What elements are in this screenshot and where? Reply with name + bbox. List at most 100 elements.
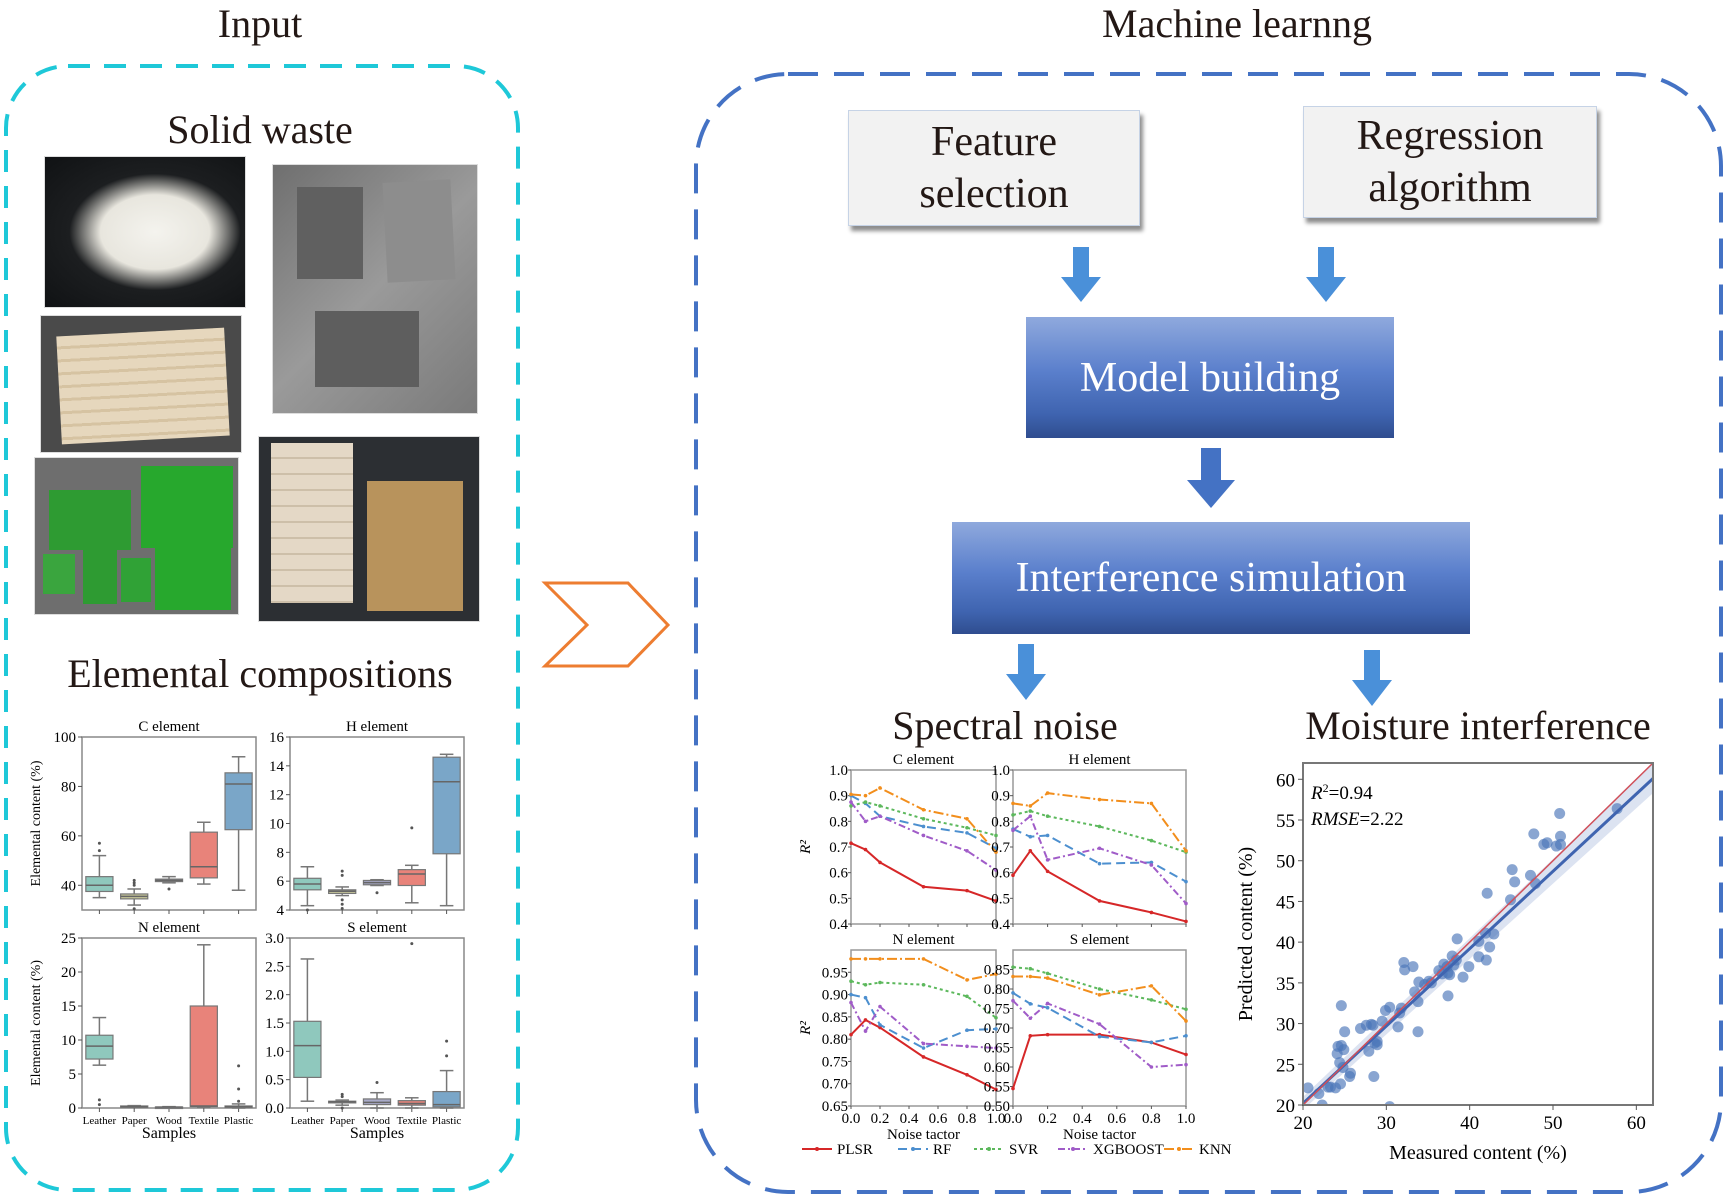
data-point-xgboost	[1149, 1065, 1154, 1069]
regression-line1: Regression	[1356, 113, 1544, 159]
y-tick-label: 8	[277, 845, 285, 861]
legend-label-plsr: PLSR	[837, 1142, 873, 1158]
outlier-point	[97, 1098, 101, 1102]
scatter-point	[1481, 887, 1493, 899]
data-point-rf	[1097, 861, 1102, 866]
outlier-point	[375, 891, 379, 895]
photo-wood	[40, 315, 242, 453]
feature-selection-line2: selection	[919, 171, 1069, 217]
line-xgboost	[850, 1002, 997, 1050]
line-plsr	[1012, 849, 1187, 923]
data-point-svr	[849, 804, 853, 808]
data-point-rf	[863, 995, 868, 1000]
data-point-svr	[863, 982, 868, 987]
data-point-svr	[994, 1015, 998, 1020]
y-tick-label: 1.5	[265, 1016, 284, 1032]
line-knn	[1013, 975, 1187, 1022]
panel-title: N element	[138, 920, 201, 936]
outlier-point	[97, 849, 101, 853]
x-tick-label: 50	[1544, 1113, 1563, 1134]
y-tick-label: 0.75	[822, 1054, 848, 1070]
x-axis-label: Noise tactor	[1063, 1127, 1136, 1143]
data-point-xgboost	[1028, 814, 1033, 818]
y-tick-label: 40	[61, 878, 76, 894]
scatter-point	[1525, 869, 1536, 881]
legend-label-svr: SVR	[1009, 1142, 1038, 1158]
outlier-point	[340, 907, 344, 911]
data-point-xgboost	[849, 800, 853, 804]
outlier-point	[132, 883, 136, 887]
data-point-knn	[1149, 984, 1154, 988]
data-point-plsr	[1028, 849, 1033, 853]
y-axis-label: R²	[798, 1021, 814, 1036]
y-tick-label: 80	[61, 779, 76, 795]
ml-dashed-border	[694, 72, 1723, 1194]
line-knn	[850, 786, 997, 853]
legend-marker-xgboost	[1071, 1147, 1075, 1151]
x-tick-label: 30	[1377, 1113, 1396, 1134]
data-point-knn	[921, 957, 926, 961]
input-dashed-border	[4, 64, 520, 1192]
legend-marker-rf	[911, 1147, 915, 1151]
data-point-rf	[1149, 1040, 1154, 1045]
y-tick-label: 60	[1276, 770, 1295, 791]
data-point-plsr	[994, 1087, 998, 1092]
data-point-plsr	[1028, 1034, 1033, 1038]
scatter-point	[1371, 1039, 1383, 1051]
outlier-point	[375, 1081, 379, 1084]
panel-title: H element	[346, 719, 409, 735]
arrow-down-icon	[1006, 644, 1046, 700]
y-tick-label: 100	[54, 730, 77, 746]
data-point-plsr	[863, 847, 868, 852]
data-point-rf	[994, 1027, 998, 1031]
y-tick-label: 6	[277, 874, 285, 890]
y-tick-label: 0.7	[991, 840, 1010, 856]
plot-frame	[1012, 949, 1187, 1107]
data-point-xgboost	[863, 819, 868, 824]
data-point-xgboost	[1011, 828, 1015, 833]
arrow-down-icon	[1306, 247, 1346, 302]
data-point-knn	[1045, 976, 1050, 980]
line-xgboost	[1012, 814, 1187, 905]
outlier-point	[410, 826, 414, 830]
y-tick-label: 0.75	[984, 1002, 1010, 1018]
y-axis-label: Elemental content (%)	[29, 760, 44, 886]
y-tick-label: 0.90	[822, 988, 848, 1004]
y-tick-label: 0.8	[991, 814, 1010, 830]
y-tick-label: 0.80	[822, 1032, 848, 1048]
chevron-arrow-icon	[541, 581, 671, 668]
panel-title: C element	[138, 719, 200, 735]
panel-title: H element	[1068, 752, 1131, 768]
outlier-point	[340, 902, 344, 906]
outlier-point	[97, 1103, 101, 1107]
scatter-point	[1555, 838, 1566, 850]
data-point-plsr	[1011, 873, 1015, 878]
y-tick-label: 1.0	[265, 1044, 284, 1060]
legend-label-knn: KNN	[1199, 1142, 1232, 1158]
data-point-rf	[1045, 833, 1050, 838]
scatter-point	[1505, 894, 1516, 906]
y-tick-label: 0.6	[829, 866, 848, 882]
data-point-svr	[1149, 998, 1154, 1002]
outlier-point	[237, 1087, 241, 1091]
data-point-xgboost	[1011, 998, 1015, 1003]
data-point-plsr	[878, 860, 882, 865]
legend-label-rf: RF	[933, 1142, 951, 1158]
y-tick-label: 0	[69, 1101, 77, 1117]
legend-label-xgboost: XGBOOST	[1093, 1142, 1164, 1158]
data-point-svr	[1149, 838, 1154, 843]
data-point-rf	[921, 824, 926, 829]
outlier-point	[340, 873, 344, 877]
plot-frame	[1302, 762, 1654, 1106]
photo-textile	[44, 156, 246, 308]
data-point-plsr	[1045, 1032, 1050, 1037]
x-tick-label: Wood	[364, 1115, 391, 1127]
photo-plastic	[34, 457, 239, 615]
data-point-plsr	[921, 884, 926, 889]
y-tick-label: 0.55	[984, 1080, 1010, 1096]
y-tick-label: 16	[269, 730, 285, 746]
outlier-point	[237, 1099, 241, 1103]
data-point-rf	[1028, 834, 1033, 839]
x-tick-label: Wood	[156, 1115, 183, 1127]
